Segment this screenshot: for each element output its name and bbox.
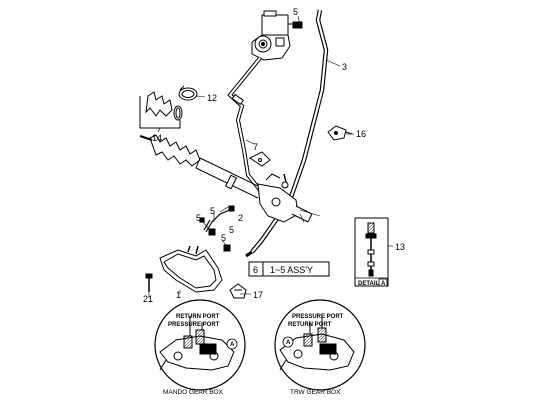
- mando-caption: MANDO GEAR BOX: [163, 389, 224, 396]
- callout-12: 12: [207, 93, 217, 103]
- callout-5-top: 5: [293, 7, 298, 17]
- assembly-note-text: 1~5 ASS'Y: [270, 265, 313, 275]
- trw-marker-a: A: [286, 340, 291, 346]
- callout-17: 17: [253, 290, 263, 300]
- trw-gear-box-view: PRESSURE PORT RETURN PORT A TRW GEAR BOX: [274, 299, 366, 396]
- clip: [229, 283, 247, 299]
- pressure-hose: [245, 9, 329, 258]
- mando-return-port-label: RETURN PORT: [176, 314, 220, 320]
- callout-5-low: 5: [221, 233, 226, 243]
- mando-marker-a: A: [230, 342, 235, 348]
- callout-5-left: 5: [196, 213, 201, 223]
- callout-16: 16: [356, 129, 366, 139]
- power-steering-pump: [251, 10, 300, 61]
- trw-pressure-port-label: PRESSURE PORT: [292, 314, 344, 320]
- bolt: [145, 273, 153, 292]
- callout-labels: 5 3 12 14 7 16 5 5 2 5 5 13 17 21 1: [143, 7, 405, 304]
- detail-label: DETAIL: [358, 281, 380, 287]
- mounting-bracket: [327, 125, 353, 141]
- return-hose: [227, 56, 262, 192]
- callout-4: 5: [210, 206, 215, 216]
- callout-13: 13: [395, 242, 405, 252]
- detail-a-box: DETAIL A: [354, 217, 389, 287]
- boot-kit: [139, 91, 183, 129]
- feed-line: [159, 245, 223, 293]
- feed-tube: [199, 209, 231, 233]
- callout-21: 21: [143, 294, 153, 304]
- assembly-note: 6 1~5 ASS'Y: [248, 261, 330, 277]
- trw-caption: TRW GEAR BOX: [290, 389, 341, 396]
- assembly-note-number: 6: [253, 265, 258, 275]
- mando-gear-box-view: RETURN PORT PRESSURE PORT A MANDO GEAR B…: [154, 299, 246, 396]
- detail-letter: A: [381, 281, 386, 287]
- callout-3: 3: [342, 62, 347, 72]
- leader-lines: [148, 15, 393, 298]
- callout-14: 14: [152, 133, 162, 143]
- boot-clamp: [178, 85, 198, 101]
- callout-1: 1: [176, 290, 181, 300]
- callout-5-mid: 5: [229, 225, 234, 235]
- callout-2: 2: [238, 213, 243, 223]
- callout-7: 7: [253, 142, 258, 152]
- trw-return-port-label: RETURN PORT: [288, 322, 332, 328]
- steering-gear-box: [139, 134, 313, 223]
- mando-pressure-port-label: PRESSURE PORT: [168, 322, 220, 328]
